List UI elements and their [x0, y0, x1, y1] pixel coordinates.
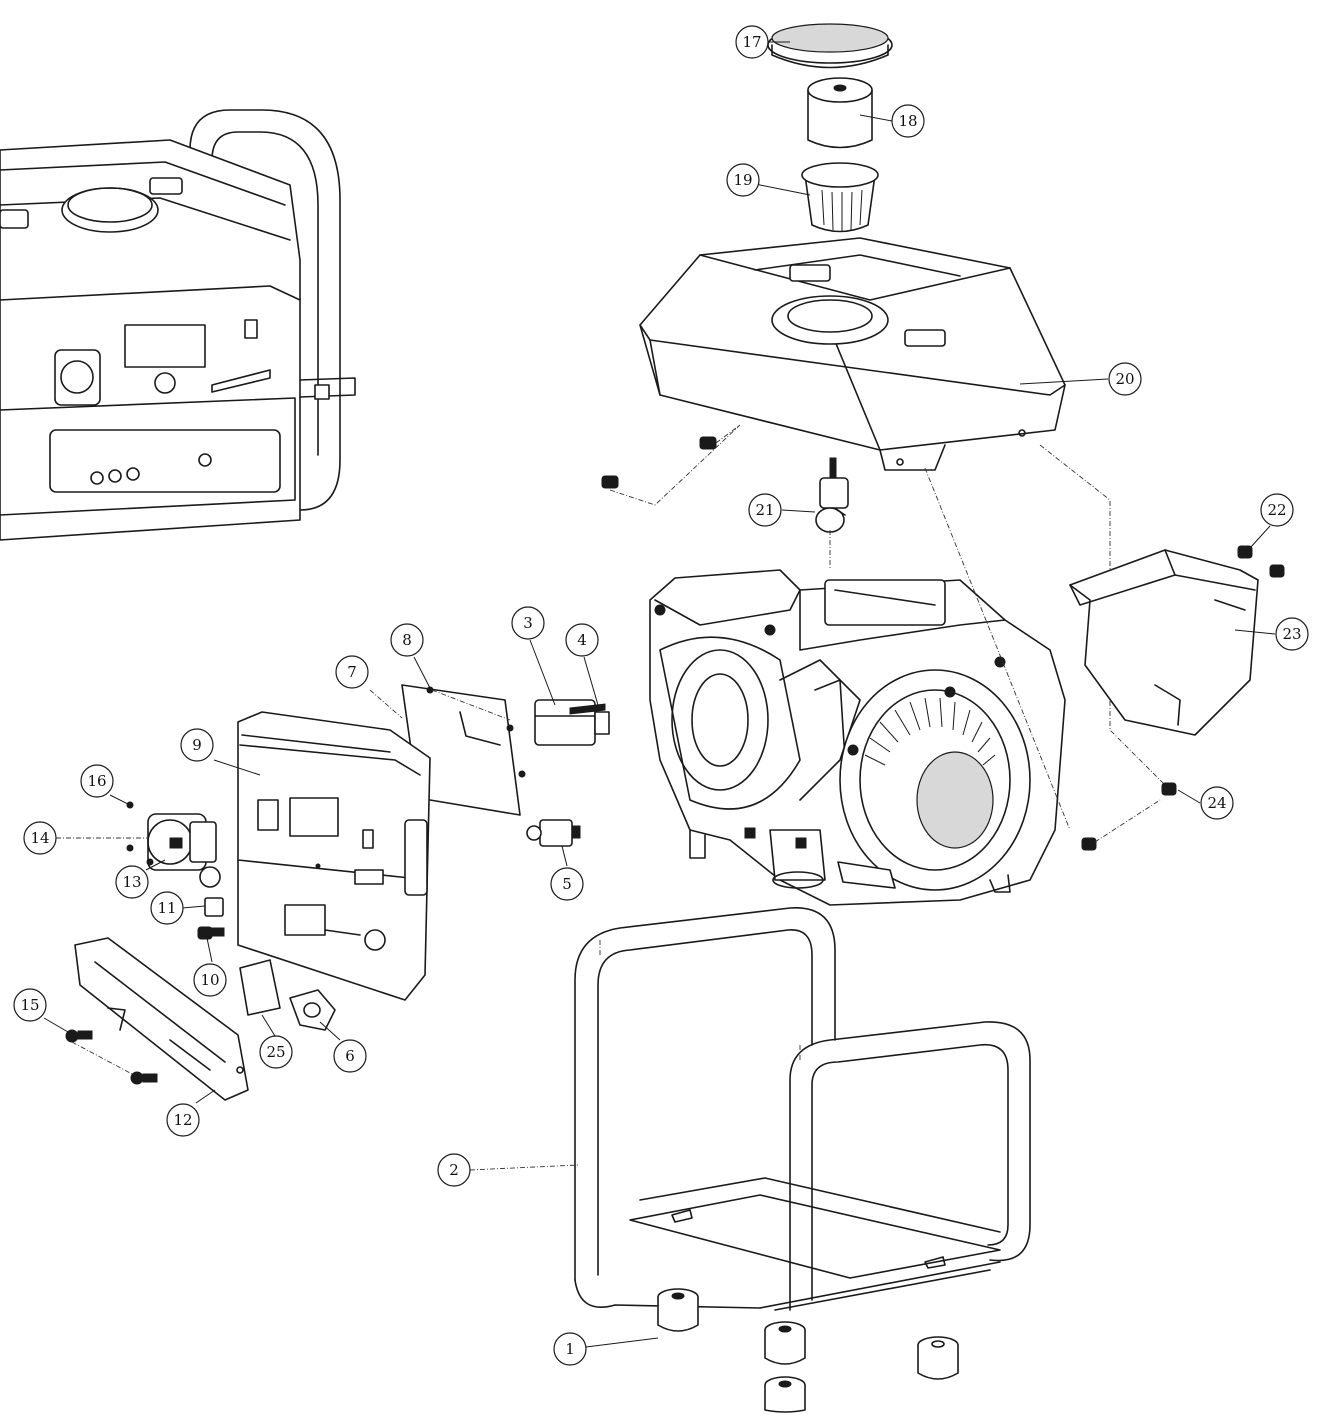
callout-15: 15 [13, 988, 47, 1022]
muffler-cover [1069, 545, 1285, 736]
fuel-cap-assembly [767, 23, 893, 69]
callout-22: 22 [1260, 493, 1294, 527]
callout-10-label: 10 [200, 971, 219, 989]
callout-18: 18 [891, 104, 925, 138]
control-panel-parts [369, 684, 610, 847]
callout-7: 7 [335, 655, 369, 689]
callout-19-label: 19 [733, 171, 752, 189]
callout-5: 5 [550, 867, 584, 901]
callout-19: 19 [726, 163, 760, 197]
callout-24-label: 24 [1207, 794, 1226, 812]
callout-17: 17 [735, 25, 769, 59]
callout-16-label: 16 [87, 772, 106, 790]
callout-17-label: 17 [742, 33, 761, 51]
callout-13-label: 13 [122, 873, 141, 891]
callout-20-label: 20 [1115, 370, 1134, 388]
leader-lines [43, 41, 1276, 1348]
callout-5-label: 5 [562, 875, 572, 893]
callout-1-label: 1 [565, 1340, 575, 1358]
rubber-feet [657, 1288, 959, 1413]
callout-14: 14 [23, 821, 57, 855]
assembled-generator-view [0, 109, 356, 541]
fuel-strainer [801, 162, 879, 233]
callout-12: 12 [166, 1103, 200, 1137]
callout-23-label: 23 [1282, 625, 1301, 643]
fuel-valve [815, 457, 849, 533]
callout-9: 9 [180, 728, 214, 762]
callout-14-label: 14 [30, 829, 49, 847]
fuel-filter-cylinder [807, 77, 873, 149]
foam-filter [239, 959, 281, 1016]
callout-25: 25 [259, 1035, 293, 1069]
switch-parts [197, 866, 225, 940]
callout-4-label: 4 [577, 631, 587, 649]
exhaust-gasket [289, 989, 336, 1031]
callout-8-label: 8 [402, 631, 412, 649]
callout-2-label: 2 [449, 1161, 459, 1179]
callout-11-label: 11 [157, 899, 176, 917]
callout-18-label: 18 [898, 112, 917, 130]
callout-7-label: 7 [347, 663, 357, 681]
callout-3-label: 3 [523, 614, 533, 632]
callout-25-label: 25 [266, 1043, 285, 1061]
tank-bolts [601, 424, 741, 506]
outlet-assembly [126, 801, 217, 871]
callout-23: 23 [1275, 617, 1309, 651]
callout-15-label: 15 [20, 996, 39, 1014]
callout-24: 24 [1200, 786, 1234, 820]
callout-2: 2 [437, 1153, 471, 1187]
callout-8: 8 [390, 623, 424, 657]
callout-21: 21 [748, 493, 782, 527]
front-control-panel [237, 711, 431, 1001]
callout-20: 20 [1108, 362, 1142, 396]
callout-3: 3 [511, 606, 545, 640]
callout-9-label: 9 [192, 736, 202, 754]
callout-16: 16 [80, 764, 114, 798]
engine-assembly [649, 569, 1066, 906]
callout-21-label: 21 [755, 501, 774, 519]
tube-frame [574, 907, 1031, 1311]
callout-6: 6 [333, 1039, 367, 1073]
callout-13: 13 [115, 865, 149, 899]
fuel-tank [639, 237, 1066, 471]
callout-12-label: 12 [173, 1111, 192, 1129]
faceplate-screws [65, 1029, 158, 1085]
callout-6-label: 6 [345, 1047, 355, 1065]
callout-1: 1 [553, 1332, 587, 1366]
callout-22-label: 22 [1267, 501, 1286, 519]
callout-4: 4 [565, 623, 599, 657]
lower-faceplate [74, 937, 249, 1101]
callout-11: 11 [150, 891, 184, 925]
callout-10: 10 [193, 963, 227, 997]
